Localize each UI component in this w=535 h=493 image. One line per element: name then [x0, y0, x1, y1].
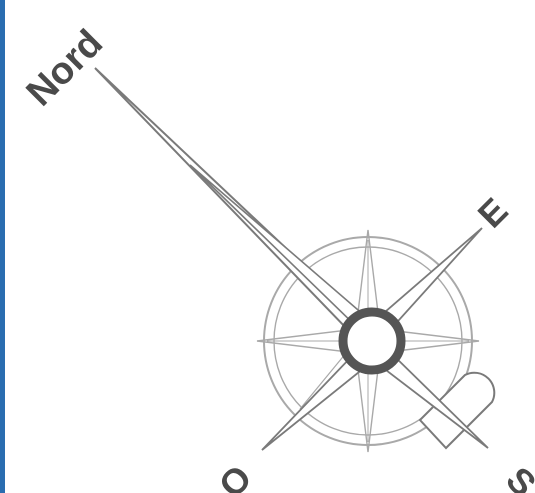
- east-needle: [378, 228, 482, 330]
- hub-ring: [343, 312, 401, 370]
- label-nord: Nord: [19, 22, 111, 114]
- label-west: O: [211, 457, 260, 493]
- west-needle: [262, 356, 364, 450]
- label-south: S: [498, 459, 535, 493]
- label-east: E: [470, 190, 516, 236]
- handle-tab: [420, 373, 494, 448]
